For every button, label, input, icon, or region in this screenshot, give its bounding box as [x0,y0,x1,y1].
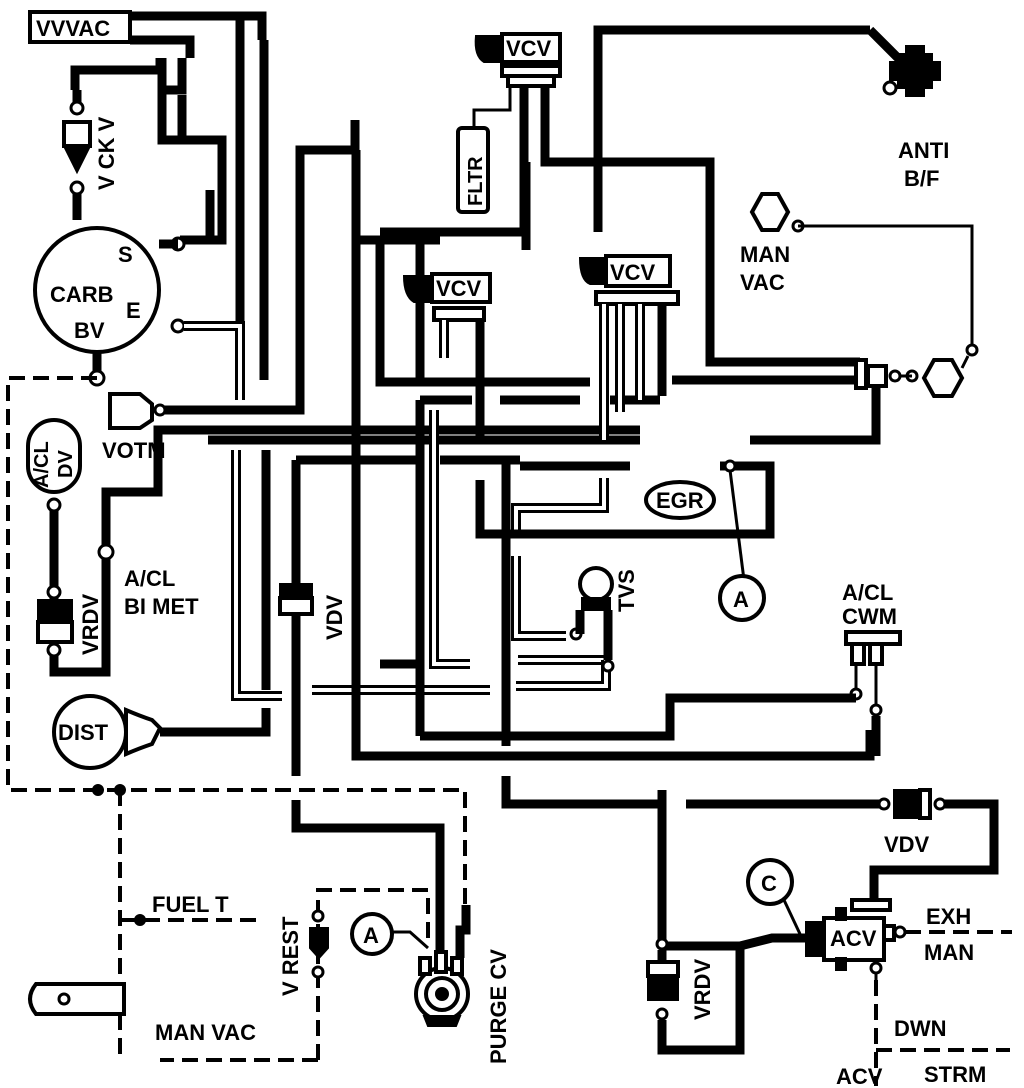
acl-bimet-label-2: BI MET [124,594,199,619]
strm-label: STRM [924,1062,986,1087]
exh-label-1: EXH [926,904,971,929]
fltr-label: FLTR [465,156,487,206]
fuel-t-label: FUEL T [152,892,229,917]
vrdv-right-component [646,937,680,1021]
purge-cv-component [414,950,470,1027]
vvvac-label: VVVAC [36,16,110,41]
vcv-mid-left-component [402,272,492,322]
egr-label: EGR [656,488,704,513]
vcv-mid-right-component [578,254,680,306]
marker-c [746,858,794,906]
marker-a-bottom-label: A [363,923,379,948]
carb-e-label: E [126,298,141,323]
vcv-top-label: VCV [506,36,552,61]
anti-label-2: B/F [904,166,939,191]
acl-dv-component [26,418,82,513]
carb-bv-label: BV [74,318,105,343]
purge-cv-label: PURGE CV [486,949,511,1064]
acl-cwm-component [844,630,902,717]
acl-dv-label-2: DV [55,450,77,478]
vcv-mid-right-label: VCV [610,260,656,285]
acl-dv-label-1: A/CL [31,441,53,488]
carb-label: CARB [50,282,114,307]
acl-cwm-label-2: CWM [842,604,897,629]
marker-c-label: C [761,871,777,896]
v-ck-v-label: V CK V [94,116,119,190]
acv-bottom-label: ACV [836,1064,883,1088]
vrdv-left-label: VRDV [78,594,103,655]
vcv-mid-left-label: VCV [436,276,482,301]
acl-bimet-label-1: A/CL [124,566,175,591]
marker-a-bottom [350,912,394,956]
man-vac-top-component [749,192,979,398]
tvs-label: TVS [614,569,639,612]
anti-label-1: ANTI [898,138,949,163]
anti-bf-component [866,26,941,97]
vvvac-component: VVVAC [28,10,132,44]
vcv-top-component [474,32,562,88]
votm-component [108,392,167,430]
man-vac-top-label-2: VAC [740,270,785,295]
v-rest-component [309,909,329,979]
man-vac-bottom-component [28,982,126,1016]
dist-label: DIST [58,720,109,745]
vdv-center-component [278,583,314,616]
dwn-label: DWN [894,1016,947,1041]
v-rest-label: V REST [278,916,303,996]
exh-label-2: MAN [924,940,974,965]
vdv-right-component [877,788,947,820]
man-vac-bottom-label: MAN VAC [155,1020,256,1045]
carb-s-label: S [118,242,133,267]
marker-a-right [718,574,766,622]
man-vac-top-label-1: MAN [740,242,790,267]
v-ck-v-component [62,100,92,196]
vrdv-left-component [36,584,74,658]
acl-cwm-label-1: A/CL [842,580,893,605]
vdv-center-label: VDV [322,594,347,640]
marker-a-right-label: A [733,587,749,612]
vrdv-right-label: VRDV [690,959,715,1020]
dist-component [52,694,163,770]
acv-mid-label: ACV [830,926,877,951]
vdv-right-label: VDV [884,832,930,857]
tee-fittings-right [854,358,902,390]
